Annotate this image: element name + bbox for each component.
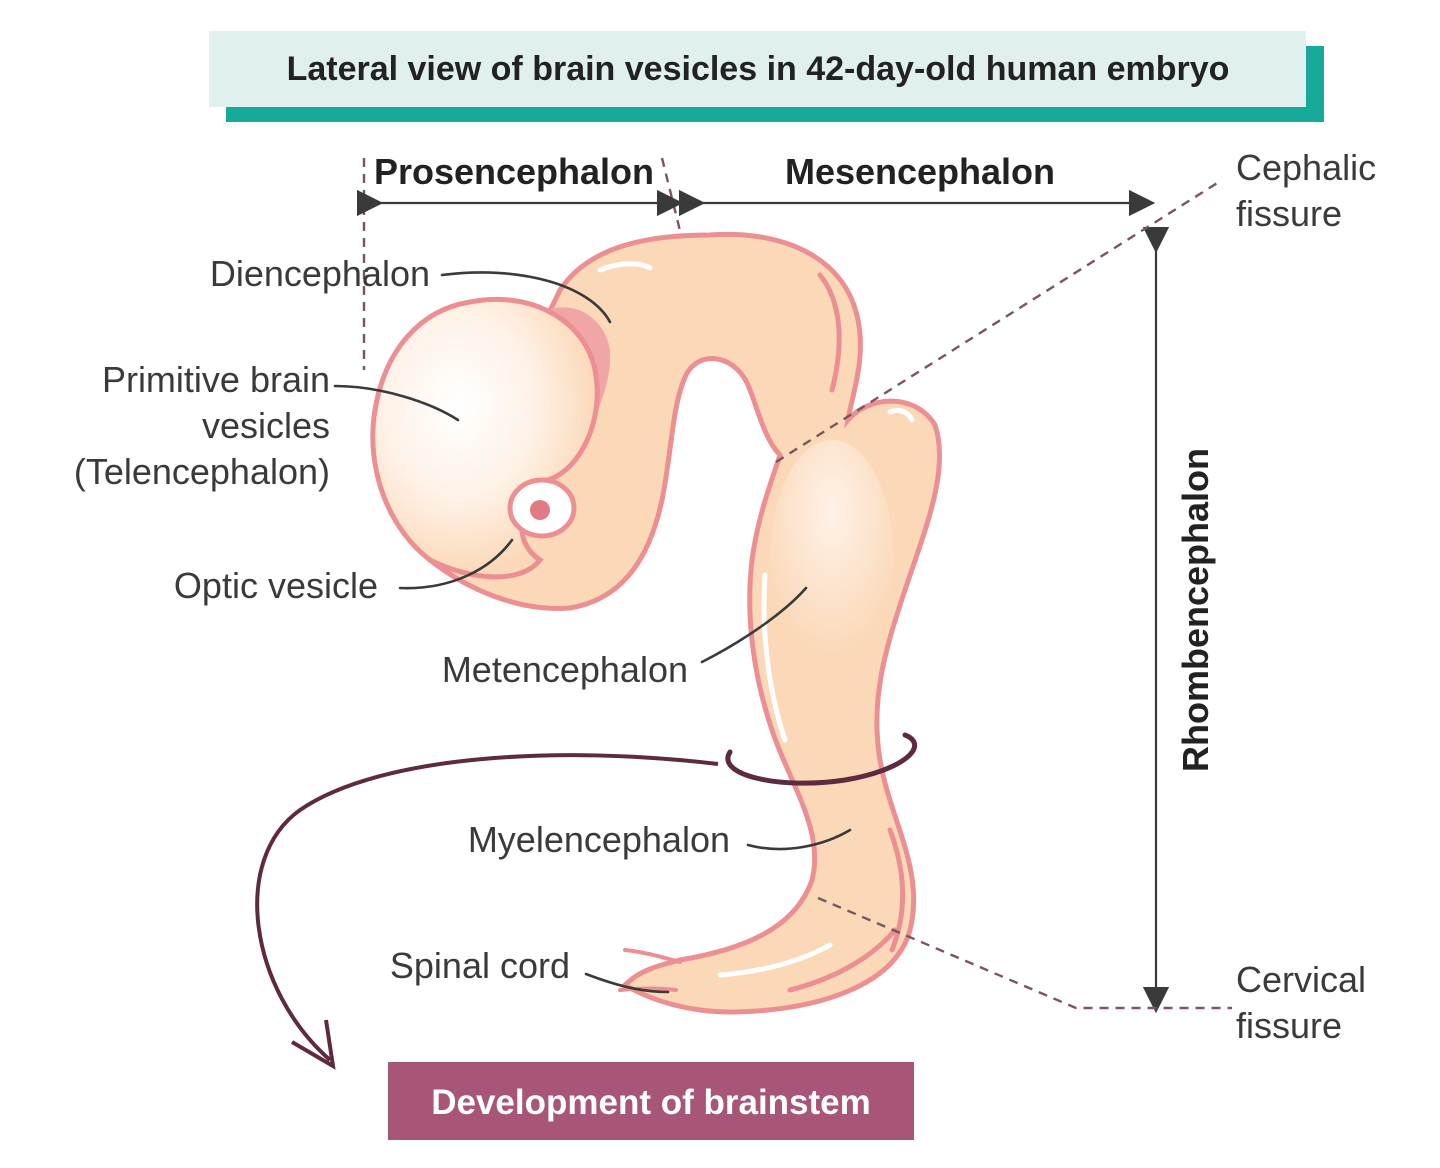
cervical-fissure-label-line1: Cervical [1236, 959, 1366, 1000]
metencephalon-highlight [770, 440, 894, 680]
cephalic-fissure-line [775, 178, 1223, 464]
telencephalon-vesicle [370, 296, 600, 580]
highlight-mesencephalon-top [597, 261, 653, 273]
diencephalon-leader [440, 271, 612, 324]
cervical-fissure-line [817, 896, 1232, 1010]
cervical-fissure-label-line2: fissure [1236, 1005, 1342, 1046]
primitive-brain-label-line1: Primitive brain [102, 359, 330, 400]
spinal-cord-label: Spinal cord [390, 945, 570, 986]
spinal-cord-end-stroke-2 [618, 986, 678, 992]
arrow-head-icon [290, 1019, 336, 1070]
optic-vesicle-leader [398, 538, 514, 590]
telencephalon-leader [333, 384, 460, 422]
myelencephalon-leader [746, 828, 852, 851]
rhombencephalon-label: Rhombencephalon [1175, 448, 1216, 772]
highlight-cerebellum-tip [887, 407, 915, 423]
spinal-cord-end-stroke-1 [623, 948, 682, 964]
title-banner: Lateral view of brain vesicles in 42-day… [209, 31, 1324, 122]
brainstem-box: Development of brainstem [388, 1062, 914, 1140]
brain-tube-illustration [370, 231, 943, 1015]
brainstem-ring [725, 732, 918, 786]
mesencephalon-inner-contour [817, 272, 842, 393]
rhombencephalon-dimension: Rhombencephalon [1142, 226, 1216, 1014]
brainstem-development-arrow [255, 753, 719, 1062]
highlight-spinal-cord [717, 942, 833, 978]
cephalic-fissure-label-line2: fissure [1236, 193, 1342, 234]
cephalic-fissure-label-line1: Cephalic [1236, 147, 1376, 188]
spinal-cord-inner-contour [787, 927, 898, 993]
metencephalon-label: Metencephalon [442, 649, 688, 690]
spinal-cord-leader [584, 972, 670, 994]
diagram-title: Lateral view of brain vesicles in 42-day… [287, 50, 1230, 88]
prosencephalon-label: Prosencephalon [374, 151, 654, 192]
brainstem-box-background [388, 1062, 914, 1140]
optic-vesicle-center [530, 500, 550, 520]
prosencephalon-dimension: Prosencephalon [356, 151, 712, 370]
myelencephalon-label: Myelencephalon [468, 819, 730, 860]
mesencephalon-label: Mesencephalon [785, 151, 1055, 192]
primitive-brain-label-line2: vesicles [202, 405, 330, 446]
primitive-brain-label-line3: (Telencephalon) [74, 451, 330, 492]
brainstem-box-label: Development of brainstem [431, 1083, 871, 1122]
metencephalon-leader [700, 586, 808, 664]
diencephalon-label: Diencephalon [210, 253, 430, 294]
title-background [209, 31, 1306, 107]
myelencephalon-inner-contour [887, 827, 906, 953]
highlight-metencephalon [761, 572, 788, 743]
optic-vesicle-label: Optic vesicle [174, 565, 378, 606]
mesencephalon-dimension: Mesencephalon [678, 151, 1156, 217]
